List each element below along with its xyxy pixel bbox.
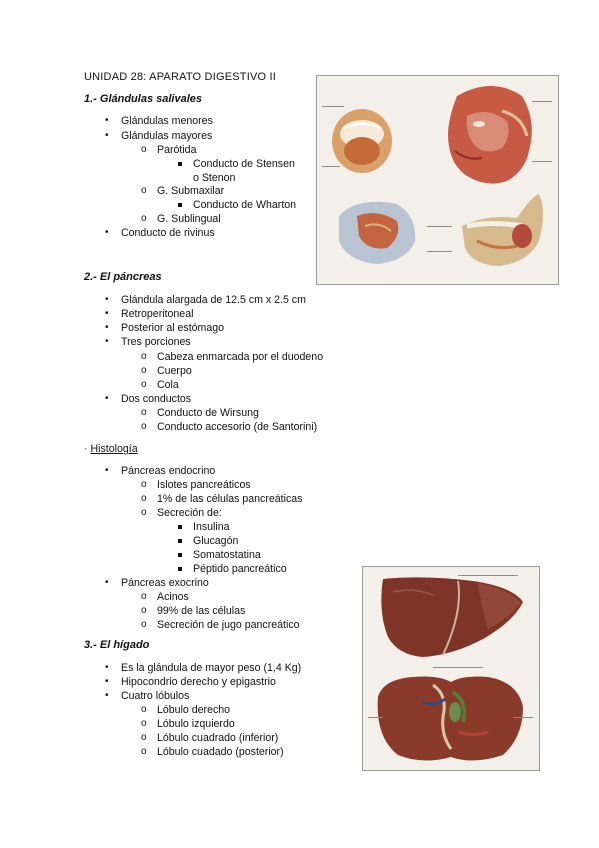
circle-bullet-icon: o xyxy=(141,718,147,729)
circle-bullet-icon: o xyxy=(141,507,147,518)
list-item: Islotes pancreáticos xyxy=(157,479,251,491)
circle-bullet-icon: o xyxy=(141,704,147,715)
list-item: o Stenon xyxy=(193,172,236,184)
list-item: Páncreas endocrino xyxy=(121,465,216,477)
list-item: Secreción de: xyxy=(157,507,222,519)
circle-bullet-icon: o xyxy=(141,746,147,757)
section-heading-glandulas-salivales: 1.- Glándulas salivales xyxy=(84,93,203,105)
bullet-icon: • xyxy=(105,690,109,701)
list-item: Es la glándula de mayor peso (1,4 Kg) xyxy=(121,662,302,674)
square-bullet-icon xyxy=(178,567,182,571)
circle-bullet-icon: o xyxy=(141,351,147,362)
list-item: Posterior al estómago xyxy=(121,322,225,334)
section-heading-pancreas: 2.- El páncreas xyxy=(84,271,162,283)
histologia-prefix: · xyxy=(84,443,91,455)
bullet-icon: • xyxy=(105,676,109,687)
bullet-icon: • xyxy=(105,393,109,404)
bullet-icon: • xyxy=(105,577,109,588)
document-title: UNIDAD 28: APARATO DIGESTIVO II xyxy=(84,71,277,83)
liver-illustration xyxy=(362,566,540,771)
bullet-icon: • xyxy=(105,336,109,347)
circle-bullet-icon: o xyxy=(141,365,147,376)
subsection-heading-histologia: · Histología xyxy=(84,442,138,456)
list-item: Hipocondrio derecho y epigastrio xyxy=(121,676,276,688)
list-item: Glándulas menores xyxy=(121,115,213,127)
bullet-icon: • xyxy=(105,308,109,319)
circle-bullet-icon: o xyxy=(141,185,147,196)
list-item: Conducto de Wharton xyxy=(193,199,297,211)
list-item: Lóbulo izquierdo xyxy=(157,718,235,730)
bullet-icon: • xyxy=(105,130,109,141)
list-item: Glándulas mayores xyxy=(121,130,213,142)
list-item: Conducto de Stensen xyxy=(193,158,295,170)
square-bullet-icon xyxy=(178,525,182,529)
bullet-icon: • xyxy=(105,294,109,305)
histologia-title: Histología xyxy=(90,443,138,455)
circle-bullet-icon: o xyxy=(141,144,147,155)
salivary-glands-illustration xyxy=(316,75,559,285)
circle-bullet-icon: o xyxy=(141,479,147,490)
square-bullet-icon xyxy=(178,203,182,207)
list-item: 1% de las células pancreáticas xyxy=(157,493,303,505)
list-item: Páncreas exocrino xyxy=(121,577,209,589)
list-item: Cola xyxy=(157,379,179,391)
circle-bullet-icon: o xyxy=(141,605,147,616)
list-item: Insulina xyxy=(193,521,230,533)
list-item: Retroperitoneal xyxy=(121,308,194,320)
bullet-icon: • xyxy=(105,465,109,476)
list-item: Somatostatina xyxy=(193,549,261,561)
list-item: Lóbulo cuadrado (inferior) xyxy=(157,732,279,744)
circle-bullet-icon: o xyxy=(141,619,147,630)
list-item: Glándula alargada de 12.5 cm x 2.5 cm xyxy=(121,294,306,306)
list-item: Glucagón xyxy=(193,535,239,547)
square-bullet-icon xyxy=(178,162,182,166)
list-item: G. Sublingual xyxy=(157,213,221,225)
list-item: Cuatro lóbulos xyxy=(121,690,190,702)
list-item: G. Submaxilar xyxy=(157,185,225,197)
list-item: Lóbulo cuadado (posterior) xyxy=(157,746,284,758)
list-item: Cuerpo xyxy=(157,365,192,377)
square-bullet-icon xyxy=(178,553,182,557)
bullet-icon: • xyxy=(105,227,109,238)
circle-bullet-icon: o xyxy=(141,591,147,602)
circle-bullet-icon: o xyxy=(141,213,147,224)
bullet-icon: • xyxy=(105,662,109,673)
list-item: Tres porciones xyxy=(121,336,191,348)
list-item: Parótida xyxy=(157,144,197,156)
circle-bullet-icon: o xyxy=(141,379,147,390)
list-item: Cabeza enmarcada por el duodeno xyxy=(157,351,324,363)
circle-bullet-icon: o xyxy=(141,407,147,418)
bullet-icon: • xyxy=(105,115,109,126)
list-item: Secreción de jugo pancreático xyxy=(157,619,300,631)
bullet-icon: • xyxy=(105,322,109,333)
list-item: Acinos xyxy=(157,591,189,603)
circle-bullet-icon: o xyxy=(141,421,147,432)
list-item: 99% de las células xyxy=(157,605,246,617)
section-heading-higado: 3.- El hígado xyxy=(84,639,150,651)
list-item: Lóbulo derecho xyxy=(157,704,231,716)
circle-bullet-icon: o xyxy=(141,493,147,504)
square-bullet-icon xyxy=(178,539,182,543)
list-item: Conducto de Wirsung xyxy=(157,407,259,419)
list-item: Péptido pancreático xyxy=(193,563,287,575)
list-item: Conducto accesorio (de Santorini) xyxy=(157,421,318,433)
circle-bullet-icon: o xyxy=(141,732,147,743)
list-item: Dos conductos xyxy=(121,393,192,405)
list-item: Conducto de rivinus xyxy=(121,227,215,239)
